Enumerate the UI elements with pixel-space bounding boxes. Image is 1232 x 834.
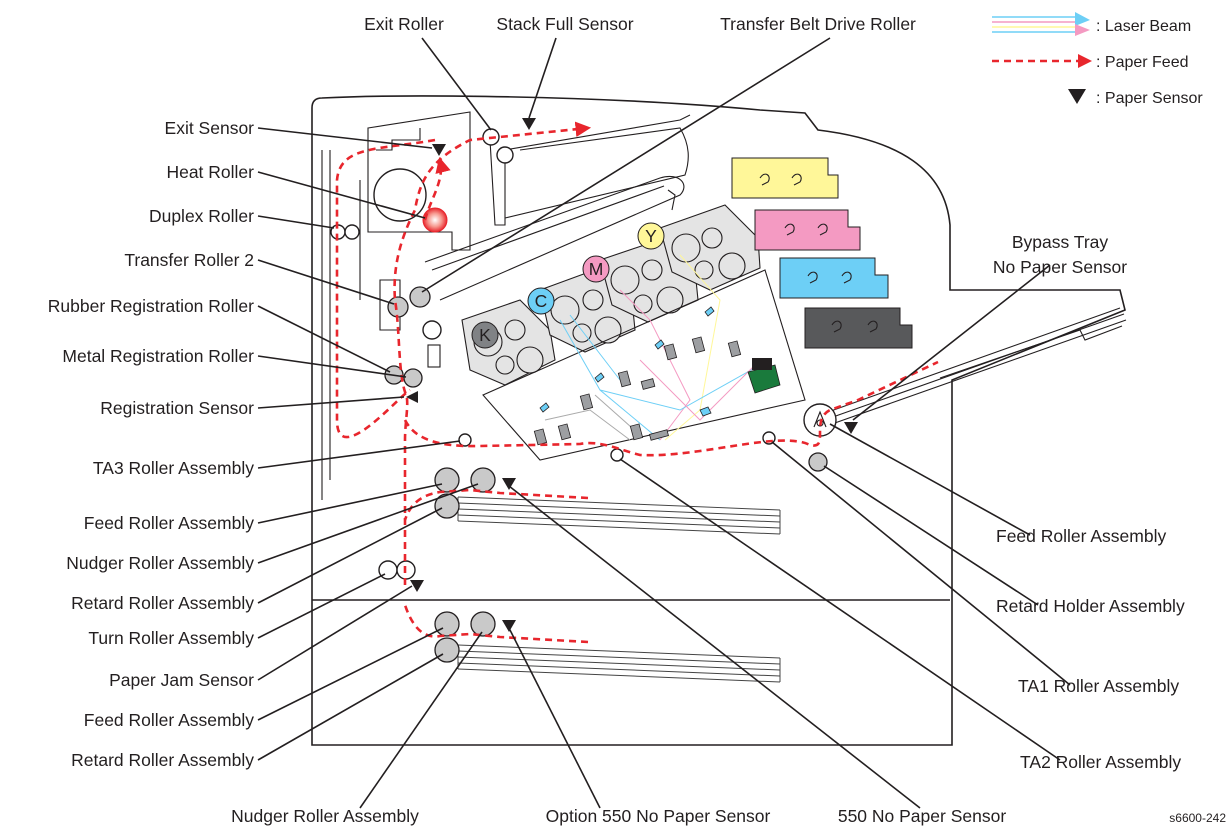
- exit-pinch-roller: [496, 146, 514, 164]
- tray2-retard-roller: [434, 637, 460, 663]
- belt-tension-roller: [422, 320, 442, 340]
- label-bypass-no-paper-sensor: No Paper Sensor: [993, 257, 1127, 277]
- label-nudger-roller-assembly-tray2: Nudger Roller Assembly: [231, 806, 419, 826]
- tray2-feed-roller: [434, 611, 460, 637]
- label-ta1-roller-assembly: TA1 Roller Assembly: [1018, 676, 1179, 696]
- laser-source: [747, 358, 781, 394]
- pressure-roller: [373, 168, 427, 222]
- toner-cartridge-cyan: [779, 257, 889, 299]
- legend-laser-beam: : Laser Beam: [1096, 18, 1191, 35]
- transfer-guide: [427, 344, 441, 368]
- label-registration-sensor: Registration Sensor: [100, 398, 254, 418]
- sensors: [406, 118, 858, 632]
- toner-cartridges: [731, 157, 913, 349]
- drum-label-k: K: [479, 325, 491, 345]
- label-ta3-roller-assembly: TA3 Roller Assembly: [93, 458, 254, 478]
- registration-sensor-icon: [406, 391, 418, 403]
- paper-stack-tray2: [457, 644, 781, 683]
- legend-paper-sensor: : Paper Sensor: [1096, 90, 1203, 107]
- label-550-no-paper-sensor: 550 No Paper Sensor: [838, 806, 1006, 826]
- label-transfer-roller-2: Transfer Roller 2: [124, 250, 254, 270]
- label-retard-roller-assembly-tray1: Retard Roller Assembly: [71, 593, 254, 613]
- labels-left: Exit Sensor Heat Roller Duplex Roller Tr…: [48, 118, 254, 770]
- label-ta2-roller-assembly: TA2 Roller Assembly: [1020, 752, 1181, 772]
- retard-holder-roller: [808, 452, 828, 472]
- label-exit-roller: Exit Roller: [364, 14, 444, 34]
- legend-paper-feed: : Paper Feed: [1096, 54, 1189, 71]
- tray1-no-paper-sensor-icon: [502, 478, 516, 490]
- label-stack-full-sensor: Stack Full Sensor: [496, 14, 633, 34]
- label-option-550-no-paper-sensor: Option 550 No Paper Sensor: [546, 806, 771, 826]
- transfer-belt: [424, 176, 685, 301]
- tray1-nudger-roller: [470, 467, 496, 493]
- label-metal-registration-roller: Metal Registration Roller: [62, 346, 254, 366]
- printer-body: [311, 95, 1127, 746]
- toner-cartridge-yellow: [731, 157, 839, 199]
- paper-feed-path: [335, 121, 939, 644]
- tray2-nudger-roller: [470, 611, 496, 637]
- drum-m: M: [582, 255, 610, 283]
- drum-label-c: C: [535, 291, 548, 311]
- exit-sensor-icon: [432, 144, 446, 156]
- label-feed-roller-assembly-tray1: Feed Roller Assembly: [84, 513, 254, 533]
- paper-sensor-icon: [1068, 89, 1086, 104]
- option-550-no-paper-sensor-icon: [502, 620, 516, 632]
- labels-bottom: Nudger Roller Assembly Option 550 No Pap…: [231, 806, 1006, 826]
- leader-lines: [257, 37, 1071, 809]
- label-paper-jam-sensor: Paper Jam Sensor: [109, 670, 254, 690]
- label-bypass-feed-roller-assembly: Feed Roller Assembly: [996, 526, 1166, 546]
- transfer-belt-drive-roller: [409, 286, 431, 308]
- label-rubber-registration-roller: Rubber Registration Roller: [48, 296, 254, 316]
- paper-feed-icon: [992, 54, 1092, 68]
- paper-jam-sensor-icon: [410, 580, 424, 592]
- paper-stack-tray1: [457, 496, 781, 535]
- legend: : Laser Beam : Paper Feed : Paper Sensor: [992, 12, 1203, 107]
- process-unit-y: [659, 204, 761, 291]
- process-units: K C M Y: [461, 204, 761, 386]
- label-transfer-belt-drive-roller: Transfer Belt Drive Roller: [720, 14, 916, 34]
- laser-unit: [482, 254, 806, 461]
- label-turn-roller-assembly: Turn Roller Assembly: [88, 628, 254, 648]
- toner-cartridge-magenta: [754, 209, 861, 251]
- drum-y: Y: [637, 222, 665, 250]
- drum-label-y: Y: [645, 226, 657, 246]
- label-retard-holder-assembly: Retard Holder Assembly: [996, 596, 1185, 616]
- rollers: [330, 128, 837, 663]
- label-heat-roller: Heat Roller: [166, 162, 254, 182]
- transfer-roller-2: [387, 296, 409, 318]
- label-exit-sensor: Exit Sensor: [165, 118, 255, 138]
- labels-top: Exit Roller Stack Full Sensor Transfer B…: [364, 14, 916, 34]
- tray1-retard-roller: [434, 493, 460, 519]
- toner-cartridge-black: [804, 307, 913, 349]
- figure-id: s6600-242: [1169, 811, 1226, 825]
- heat-roller: [422, 207, 448, 233]
- label-bypass-tray: Bypass Tray: [1012, 232, 1109, 252]
- laser-beam-icon: [992, 12, 1090, 36]
- drum-label-m: M: [589, 259, 604, 279]
- drum-c: C: [527, 287, 555, 315]
- metal-registration-roller: [403, 368, 423, 388]
- drum-k: K: [471, 321, 499, 349]
- tray1-feed-roller: [434, 467, 460, 493]
- labels-right: Bypass Tray No Paper Sensor Feed Roller …: [993, 232, 1185, 772]
- label-retard-roller-assembly-tray2: Retard Roller Assembly: [71, 750, 254, 770]
- stack-full-sensor-icon: [522, 118, 536, 130]
- ta3-roller: [458, 433, 472, 447]
- label-feed-roller-assembly-tray2: Feed Roller Assembly: [84, 710, 254, 730]
- label-nudger-roller-assembly-tray1: Nudger Roller Assembly: [66, 553, 254, 573]
- bypass-no-paper-sensor-icon: [844, 422, 858, 434]
- label-duplex-roller: Duplex Roller: [149, 206, 254, 226]
- duplex-roller-pinch: [344, 224, 360, 240]
